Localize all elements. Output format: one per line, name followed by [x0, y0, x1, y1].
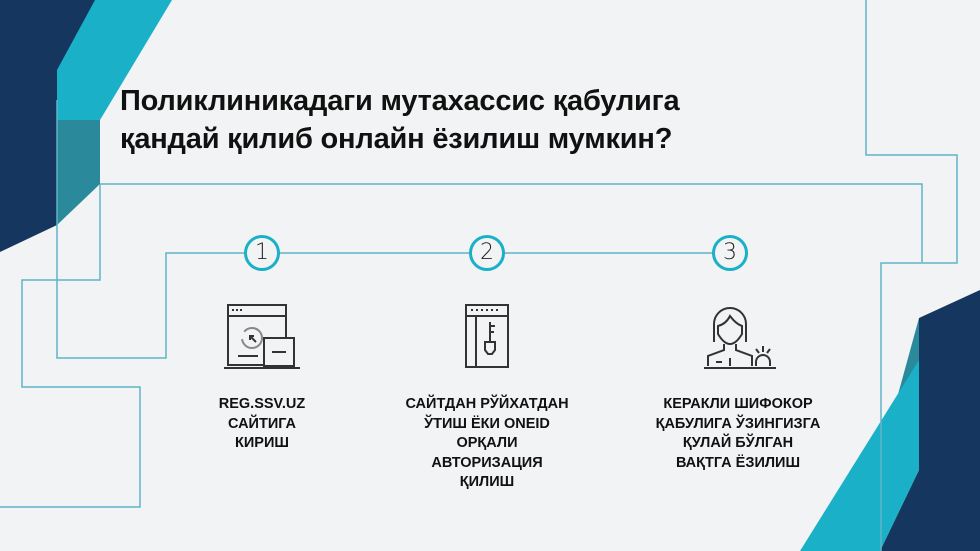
- receptionist-bell-icon: [704, 307, 776, 369]
- step-number-3: 3: [712, 235, 748, 271]
- navy-corner-bottom-right: [880, 290, 980, 551]
- step-3-line: ВАҚТГА ЁЗИЛИШ: [675, 454, 801, 471]
- step-3-line: ҚАБУЛИГА ЎЗИНГИЗГА: [655, 415, 821, 432]
- cyan-stripe-bottom-right: [800, 360, 919, 551]
- step-number-2: 2: [469, 235, 505, 271]
- step-2-line: ҚИЛИШ: [459, 474, 515, 490]
- step-2-line: АВТОРИЗАЦИЯ: [431, 454, 543, 471]
- step-1-line: САЙТИГА: [227, 415, 297, 432]
- circuit-lines: [0, 0, 958, 551]
- step-2-line: ЎТИШ ЁКИ ONEID: [424, 415, 550, 432]
- teal-stripe-top-left: [57, 120, 100, 225]
- title-line-1: Поликлиникадаги мутахассис қабулига: [120, 85, 680, 117]
- step-2-line: ОРҚАЛИ: [456, 435, 518, 451]
- step-3-line: ҚУЛАЙ БЎЛГАН: [682, 435, 794, 451]
- step-3-label: КЕРАКЛИ ШИФОКОР ҚАБУЛИГА ЎЗИНГИЗГА ҚУЛАЙ…: [628, 395, 848, 473]
- step-1-line: REG.SSV.UZ: [218, 396, 306, 412]
- step-2-label: САЙТДАН РЎЙХАТДАН ЎТИШ ЁКИ ONEID ОРҚАЛИ …: [377, 395, 597, 493]
- navy-corner-top-left: [0, 0, 150, 252]
- step-number-1: 1: [244, 235, 280, 271]
- step-1-label: REG.SSV.UZ САЙТИГА КИРИШ: [152, 395, 372, 454]
- step-3-line: КЕРАКЛИ ШИФОКОР: [663, 396, 813, 412]
- title-line-2: қандай қилиб онлайн ёзилиш мумкин?: [120, 123, 673, 155]
- key-door-icon: [465, 304, 509, 368]
- cyan-stripe-top-left: [57, 0, 172, 120]
- page-title: Поликлиникадаги мутахассис қабулига қанд…: [120, 82, 680, 158]
- step-2-line: САЙТДАН РЎЙХАТДАН: [405, 396, 569, 412]
- browser-cursor-icon: [224, 304, 300, 369]
- step-1-line: КИРИШ: [235, 435, 289, 451]
